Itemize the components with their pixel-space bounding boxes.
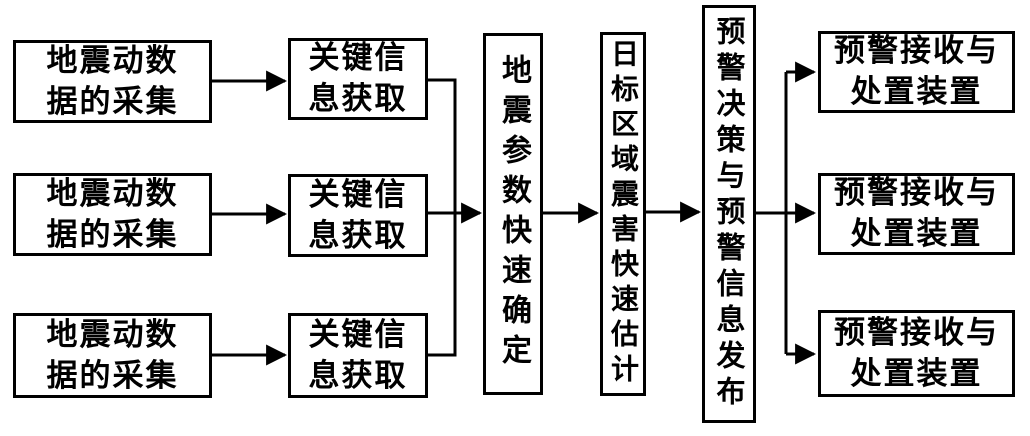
connector-keyinfo3-collector <box>427 214 457 357</box>
node-label-line: 关键信 <box>308 316 408 353</box>
node-label-line: 关键信 <box>308 176 408 213</box>
node-label-line: 预警接收与 <box>834 314 999 351</box>
node-label-line: 息获取 <box>308 217 408 254</box>
node-warning-receiver-3: 预警接收与 处置装置 <box>818 310 1015 397</box>
node-seismic-parameter-determination: 地震参数快速确定 <box>483 33 543 395</box>
node-label-line: 处置装置 <box>850 74 983 110</box>
node-target-area-damage-estimation: 日标区域震害快速估计 <box>600 32 646 396</box>
node-warning-decision-release: 预警决策与预警信息发布 <box>702 5 756 423</box>
node-label-line: 预警接收与 <box>834 33 999 69</box>
node-label-line: 地震动数 <box>46 42 179 79</box>
node-seismic-data-collection-3: 地震动数 据的采集 <box>13 313 212 398</box>
node-key-info-acquisition-3: 关键信 息获取 <box>288 313 428 398</box>
node-key-info-acquisition-2: 关键信 息获取 <box>288 174 428 257</box>
node-label-line: 关键信 <box>308 40 408 76</box>
node-warning-receiver-1: 预警接收与 处置装置 <box>818 31 1015 113</box>
node-seismic-data-collection-1: 地震动数 据的采集 <box>13 40 212 123</box>
node-label-vertical: 地震参数快速确定 <box>496 54 531 374</box>
node-label-line: 预警接收与 <box>834 175 999 211</box>
node-warning-receiver-2: 预警接收与 处置装置 <box>818 173 1015 255</box>
node-label-line: 地震动数 <box>46 316 179 353</box>
node-seismic-data-collection-2: 地震动数 据的采集 <box>13 173 212 256</box>
node-key-info-acquisition-1: 关键信 息获取 <box>288 38 428 120</box>
connector-keyinfo1-collector <box>427 78 457 212</box>
node-label-vertical: 日标区域震害快速估计 <box>607 39 640 389</box>
node-label-vertical: 预警决策与预警信息发布 <box>712 16 746 412</box>
node-label-line: 息获取 <box>308 81 408 117</box>
node-label-line: 据的采集 <box>46 83 179 120</box>
node-label-line: 据的采集 <box>46 357 179 394</box>
node-label-line: 处置装置 <box>850 355 983 392</box>
node-label-line: 息获取 <box>308 357 408 394</box>
node-label-line: 处置装置 <box>850 216 983 252</box>
node-label-line: 据的采集 <box>46 216 179 253</box>
node-label-line: 地震动数 <box>46 175 179 212</box>
